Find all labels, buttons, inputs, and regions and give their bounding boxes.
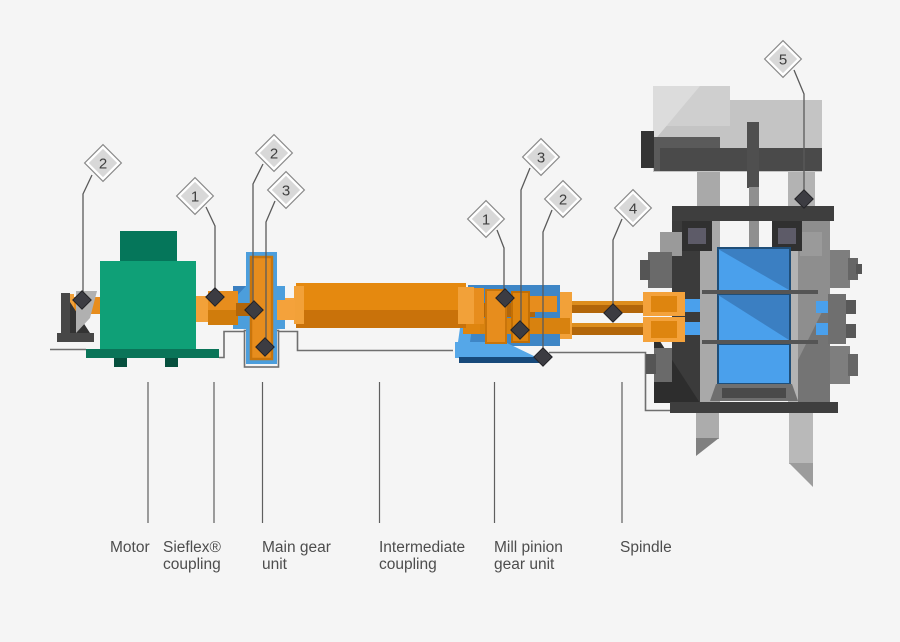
component-label-motor: Motor bbox=[110, 539, 150, 556]
marker-diamond bbox=[205, 287, 225, 307]
marker-diamond bbox=[533, 347, 553, 367]
callout-badge: 3 bbox=[521, 137, 561, 177]
callout-leader-line bbox=[520, 167, 531, 330]
marker-diamond bbox=[603, 303, 623, 323]
mill-stand bbox=[640, 86, 862, 487]
component-label-sieflex-coupling: coupling bbox=[163, 556, 221, 573]
component-label-spindle: Spindle bbox=[620, 539, 672, 556]
callout-number: 5 bbox=[779, 52, 787, 69]
component-label-mill-pinion-gear-unit: gear unit bbox=[494, 556, 555, 573]
callout-number: 1 bbox=[191, 189, 199, 206]
component-label-intermediate-coupling: Intermediate bbox=[379, 539, 465, 556]
callout-badge: 2 bbox=[543, 179, 583, 219]
callout-badge: 1 bbox=[466, 199, 506, 239]
mill-cross-band bbox=[660, 148, 822, 171]
component-label-intermediate-coupling: coupling bbox=[379, 556, 437, 573]
screw-down-rod bbox=[747, 122, 759, 188]
mill-rolls bbox=[702, 247, 818, 401]
callout-number: 2 bbox=[99, 156, 107, 173]
roll-chocks bbox=[640, 250, 862, 384]
callout-badge: 2 bbox=[254, 133, 294, 173]
callout-leader-line bbox=[612, 218, 623, 313]
motor-body bbox=[100, 261, 196, 350]
mill-base-plate bbox=[670, 402, 838, 413]
marker-diamond bbox=[495, 288, 515, 308]
callout-number: 2 bbox=[559, 192, 567, 209]
callout-number: 3 bbox=[282, 183, 290, 200]
intermediate-coupling bbox=[284, 283, 474, 328]
marker-diamond bbox=[255, 337, 275, 357]
callout-leader-line bbox=[793, 69, 805, 199]
callout-leader-line bbox=[542, 209, 553, 357]
roll-top bbox=[717, 247, 791, 292]
component-label-mill-pinion-gear-unit: Mill pinion bbox=[494, 539, 563, 556]
callout-badge: 4 bbox=[613, 188, 653, 228]
mill-top-beam bbox=[672, 206, 834, 221]
callout-number: 3 bbox=[537, 150, 545, 167]
motor-top-box bbox=[120, 231, 177, 261]
callout-layer: 2 1 2 3 1 3 2 4 5 bbox=[72, 39, 814, 367]
marker-diamond bbox=[72, 290, 92, 310]
callout-number: 4 bbox=[629, 201, 637, 218]
callout-number: 1 bbox=[482, 212, 490, 229]
callout-number: 2 bbox=[270, 146, 278, 163]
component-label-sieflex-coupling: Sieflex® bbox=[163, 539, 222, 556]
callout-leader-line bbox=[496, 229, 505, 298]
component-label-main-gear-unit: unit bbox=[262, 556, 288, 573]
marker-diamond bbox=[794, 189, 814, 209]
roll-bottom bbox=[717, 343, 791, 385]
callout-leader-line bbox=[252, 163, 264, 310]
callout-badge: 5 bbox=[763, 39, 803, 79]
callout-leader-line bbox=[265, 200, 276, 347]
callout-leader-line bbox=[205, 206, 216, 297]
component-label-main-gear-unit: Main gear bbox=[262, 539, 331, 556]
marker-diamond bbox=[510, 320, 530, 340]
callout-badge: 3 bbox=[266, 170, 306, 210]
foundation-piers bbox=[696, 413, 813, 487]
foundation-line bbox=[50, 329, 674, 412]
sieflex-coupling bbox=[196, 291, 250, 325]
callout-badge: 2 bbox=[83, 143, 123, 183]
marker-diamond bbox=[244, 300, 264, 320]
roll-middle bbox=[717, 293, 791, 342]
callout-leader-line bbox=[82, 174, 93, 300]
motor bbox=[57, 231, 219, 367]
callout-badge: 1 bbox=[175, 176, 215, 216]
motor-base bbox=[86, 349, 219, 358]
